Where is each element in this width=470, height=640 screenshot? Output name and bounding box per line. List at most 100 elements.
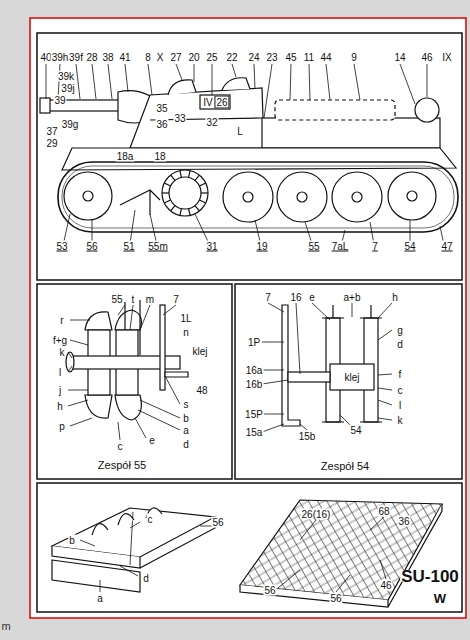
leader-line	[125, 64, 128, 92]
callout-number: 39k	[57, 71, 75, 82]
callout-number: 55	[307, 241, 320, 252]
callout-number: f+g	[52, 335, 68, 346]
callout-number: 16b	[245, 379, 264, 390]
leader-line	[76, 64, 80, 99]
callout-number: e	[308, 292, 316, 303]
callout-number: 56	[263, 585, 276, 596]
callout-number: 1L	[179, 313, 192, 324]
callout-number: 46	[420, 52, 433, 63]
sprocket-tooth	[195, 206, 199, 211]
callout-number: d	[182, 439, 190, 450]
wheel-hub	[352, 192, 362, 202]
callout-number: 38	[101, 52, 114, 63]
road-wheel	[277, 172, 327, 222]
leader-line	[68, 366, 72, 372]
callout-number: 39j	[60, 83, 75, 94]
callout-number: 9	[350, 52, 358, 63]
callout-number: a	[96, 593, 104, 604]
callout-number: 35	[155, 103, 168, 114]
leader-line	[378, 388, 392, 390]
leader-line	[130, 305, 133, 330]
callout-number: 16	[289, 292, 302, 303]
wheel-hub	[243, 192, 253, 202]
leader-line	[278, 570, 300, 588]
sprocket-tooth	[195, 175, 199, 180]
callout-number: 15P	[244, 409, 264, 420]
callout-number: 39f	[68, 52, 84, 63]
callout-number: 15a	[245, 427, 264, 438]
callout-number: 20	[187, 52, 200, 63]
leader-line	[312, 303, 330, 320]
callout-number: l	[58, 367, 62, 378]
leader-line	[352, 303, 353, 317]
sprocket-tooth	[171, 175, 175, 180]
leader-line	[262, 380, 288, 384]
callout-number: 7aL	[331, 241, 350, 252]
leader-line	[262, 414, 284, 415]
leader-line	[290, 64, 291, 100]
leader-line	[340, 415, 350, 425]
callout-number: d	[142, 573, 150, 584]
leader-line	[130, 522, 140, 528]
callout-number: 1P	[247, 337, 261, 348]
sprocket-rim	[169, 177, 201, 209]
callout-number: 31	[205, 241, 218, 252]
leader-line	[378, 330, 392, 340]
callout-number: 7	[371, 241, 379, 252]
sprocket-tooth	[199, 183, 205, 186]
callout-number: m	[145, 294, 155, 305]
leader-line	[200, 526, 212, 527]
sprocket-tooth	[164, 183, 170, 186]
leader-line	[68, 352, 72, 358]
callout-number: 27	[169, 52, 182, 63]
callout-number: n	[182, 327, 190, 338]
callout-number: 45	[284, 52, 297, 63]
callout-number: 47	[440, 241, 453, 252]
leader-line	[80, 540, 95, 546]
callout-number: k	[59, 347, 66, 358]
callout-number: klej	[343, 372, 360, 383]
callout-number: h	[56, 401, 64, 412]
leader-line	[300, 424, 307, 430]
callout-number: 56	[329, 593, 342, 604]
callout-number: 18	[153, 151, 166, 162]
callout-number: c	[147, 514, 154, 525]
callout-number: 16a	[245, 365, 264, 376]
callout-number: 39g	[61, 119, 80, 130]
leader-line	[176, 64, 182, 80]
callout-number: 7	[172, 294, 180, 305]
callout-number: g	[396, 325, 404, 336]
callout-number: 7	[264, 292, 272, 303]
callout-number: s	[183, 399, 190, 410]
publisher-logo: W	[433, 593, 447, 604]
callout-number: 55m	[147, 241, 168, 252]
callout-number: 68	[377, 506, 390, 517]
callout-number: 18a	[116, 151, 135, 162]
leader-line	[380, 560, 386, 579]
callout-number: p	[58, 421, 66, 432]
callout-number: 36	[397, 516, 410, 527]
callout-number: 44	[319, 52, 332, 63]
wheel-hub	[83, 191, 93, 201]
callout-number: 33	[173, 113, 186, 124]
leader-line	[370, 517, 384, 530]
assembly-title: Zespół 54	[320, 461, 370, 472]
leader-line	[427, 64, 428, 97]
callout-number: 39	[53, 95, 66, 106]
callout-number: 56	[85, 241, 98, 252]
callout-number: h	[391, 292, 399, 303]
leader-line	[326, 64, 330, 100]
leader-line	[100, 580, 101, 592]
sprocket-tooth	[171, 206, 175, 211]
leader-line	[254, 64, 255, 89]
callout-number: IV	[202, 97, 213, 108]
callout-number: 37	[45, 126, 58, 137]
callout-number: 48	[195, 385, 208, 396]
leader-line	[378, 303, 392, 318]
callout-number: r	[59, 315, 64, 326]
callout-number: b	[182, 413, 190, 424]
sprocket-tooth	[164, 200, 170, 203]
wheel-hub	[407, 191, 417, 201]
callout-number: c	[397, 385, 404, 396]
